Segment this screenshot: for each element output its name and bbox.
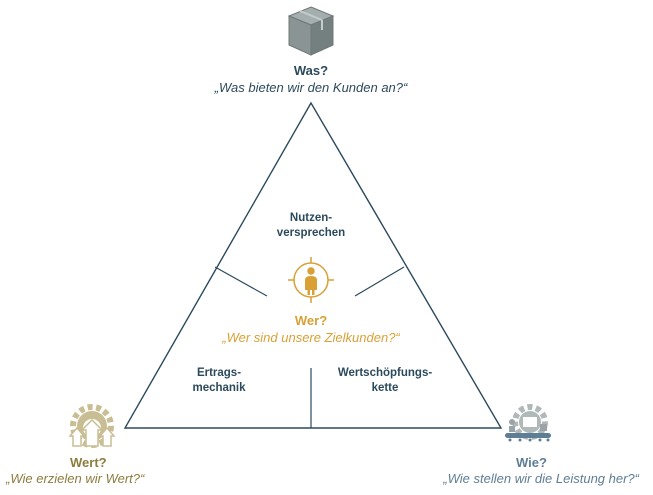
center-title: Wer?	[294, 313, 328, 328]
segment-wertschoepfungskette: Wertschöpfungs- kette	[338, 366, 432, 396]
segment-ertragsmechanik: Ertrags- mechanik	[192, 366, 245, 396]
target-person-icon	[288, 257, 334, 303]
segment-wert-line2: kette	[371, 382, 399, 394]
cube-icon	[287, 6, 335, 56]
segment-nutzen-line2: versprechen	[276, 227, 346, 239]
gear-conveyor-icon	[505, 404, 551, 442]
top-subtitle: „Was bieten wir den Kunden an?“	[214, 80, 408, 95]
divider-right	[354, 266, 405, 297]
segment-wert-line1: Wertschöpfungs-	[337, 367, 433, 379]
center-subtitle: „Wer sind unsere Zielkunden?“	[222, 330, 400, 345]
divider-left	[214, 266, 268, 297]
segment-ertrags-line2: mechanik	[192, 382, 246, 394]
segment-nutzen-line1: Nutzen-	[289, 212, 333, 224]
gear-arrows-icon	[68, 404, 116, 448]
left-subtitle: „Wie erzielen wir Wert?“	[6, 471, 145, 486]
segment-nutzenversprechen: Nutzen- versprechen	[277, 211, 345, 241]
segment-ertrags-line1: Ertrags-	[196, 367, 242, 379]
top-title: Was?	[293, 63, 329, 78]
right-title: Wie?	[516, 455, 547, 470]
left-title: Wert?	[70, 455, 107, 470]
right-subtitle: „Wie stellen wir die Leistung her?“	[443, 471, 639, 486]
triangle-outline	[123, 101, 503, 429]
